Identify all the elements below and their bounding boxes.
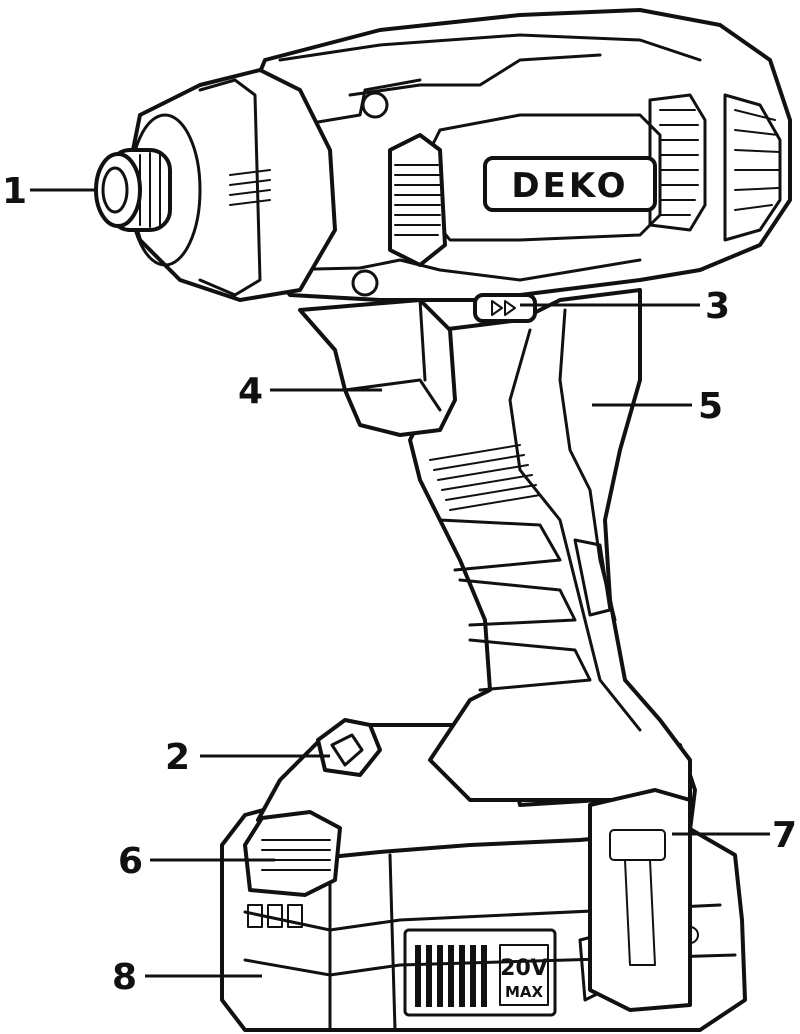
battery-voltage-label: 20V MAX <box>403 928 557 1017</box>
callout-4: 4 <box>238 371 382 412</box>
callout-number: 6 <box>118 841 143 882</box>
callout-3: 3 <box>520 286 730 327</box>
callout-5: 5 <box>592 386 723 427</box>
battery-release-button <box>243 810 342 928</box>
brand-logo-plate <box>483 156 657 212</box>
led-work-light <box>316 718 382 777</box>
callout-number: 7 <box>772 815 797 856</box>
callout-number: 5 <box>698 386 723 427</box>
forward-reverse-switch <box>473 293 537 323</box>
voltage-text: 20V <box>500 956 548 981</box>
callout-number: 1 <box>2 171 27 212</box>
callout-number: 4 <box>238 371 263 412</box>
voltage-suffix-text: MAX <box>505 983 544 1001</box>
housing-screw-top <box>361 91 389 119</box>
callout-number: 2 <box>165 737 190 778</box>
trigger <box>298 298 457 437</box>
callouts: 1 2 3 4 5 6 7 8 <box>2 171 797 998</box>
callout-2: 2 <box>165 737 330 778</box>
housing-screw-bottom <box>351 269 379 297</box>
callout-number: 8 <box>112 957 137 998</box>
callout-8: 8 <box>112 957 262 998</box>
callout-6: 6 <box>118 841 275 882</box>
motor-housing: DEKO <box>238 8 792 323</box>
bit-holder-chuck <box>94 148 172 232</box>
callout-7: 7 <box>672 815 797 856</box>
brand-logo-text: DEKO <box>511 166 628 206</box>
belt-clip <box>588 788 692 1012</box>
callout-1: 1 <box>2 171 98 212</box>
callout-number: 3 <box>705 286 730 327</box>
nose-hammer-case <box>94 68 337 302</box>
handle-grip <box>408 288 692 1012</box>
